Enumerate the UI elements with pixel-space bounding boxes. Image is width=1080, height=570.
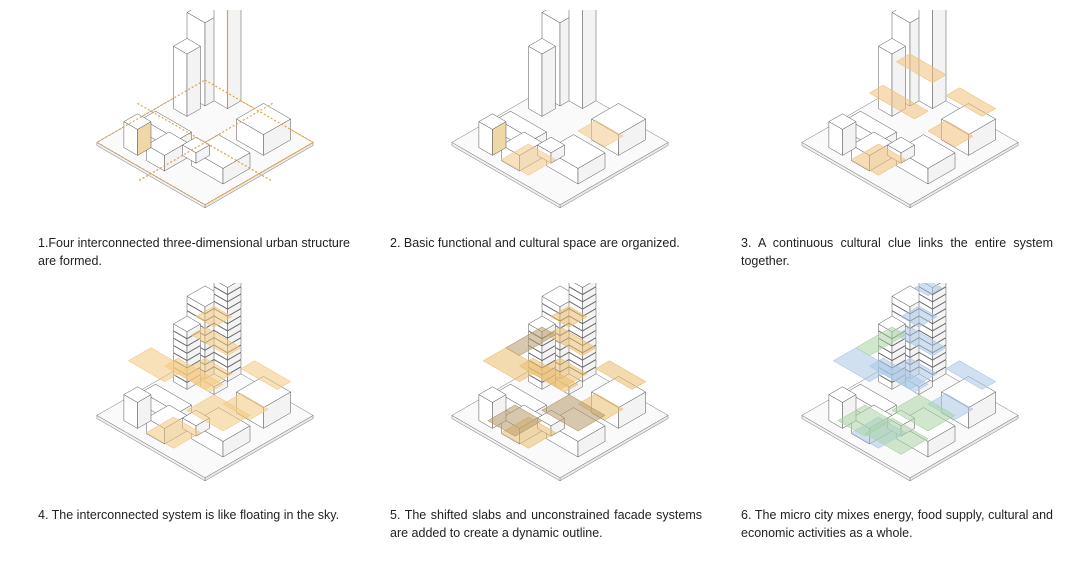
building-face: [213, 10, 228, 109]
building-block: [568, 283, 597, 295]
building-face: [568, 10, 583, 109]
facade-system: [487, 404, 543, 437]
building-block: [478, 113, 507, 156]
cultural-slab: [927, 393, 974, 420]
building-roof: [146, 131, 188, 156]
floating-slab: [882, 357, 938, 390]
caption-1: 1.Four interconnected three-dimensional …: [38, 236, 350, 268]
floating-slab: [483, 347, 543, 382]
cultural-slab: [851, 143, 906, 176]
cultural-slab: [945, 87, 996, 117]
cultural-slab: [146, 416, 201, 449]
cultural-slab: [595, 360, 646, 390]
floating-slab: [900, 305, 938, 328]
building-face: [932, 10, 947, 109]
building-block: [568, 10, 597, 109]
cultural-slab: [501, 143, 556, 176]
cultural-slab: [240, 360, 291, 390]
floating-slab: [891, 394, 956, 432]
building-block: [146, 131, 188, 172]
energy-zone: [914, 283, 942, 297]
building-block: [918, 10, 947, 109]
cultural-clue-ramp: [191, 326, 242, 356]
diagram-panel-2: [395, 10, 725, 230]
building-block: [828, 113, 857, 156]
building-block: [528, 38, 556, 117]
building-face: [227, 10, 242, 109]
isometric-drawing-5: [451, 283, 669, 482]
isometric-drawing-6: [801, 283, 1019, 482]
facade-system: [855, 326, 906, 356]
building-roof: [478, 113, 507, 130]
floating-slab: [532, 357, 588, 390]
building-block: [182, 136, 210, 164]
building-roof: [528, 38, 556, 55]
building-face: [541, 45, 556, 117]
diagram-panel-4: [40, 283, 370, 503]
isometric-drawing-3: [801, 10, 1019, 209]
building-face: [186, 45, 201, 117]
cultural-slab: [945, 360, 996, 390]
caption-4: 4. The interconnected system is like flo…: [38, 508, 340, 522]
isometric-drawing-1: [95, 10, 315, 209]
building-roof: [574, 283, 591, 288]
cultural-slab: [869, 84, 929, 120]
building-face: [528, 45, 543, 117]
building-face: [878, 45, 893, 117]
isometric-drawing-2: [451, 10, 669, 209]
building-roof: [123, 113, 152, 130]
building-roof: [173, 315, 201, 332]
diagram-panel-6: [745, 283, 1075, 503]
isometric-drawing-4: [96, 283, 314, 482]
food-supply-zone: [864, 417, 929, 455]
building-roof: [878, 38, 906, 55]
cultural-clue-ramp: [896, 53, 947, 83]
building-roof: [236, 103, 291, 135]
structure-outline: [226, 10, 229, 109]
structure-outline: [137, 102, 273, 182]
building-block: [173, 38, 201, 117]
floating-slab: [177, 357, 233, 390]
building-block: [173, 315, 201, 339]
caption-6: 6. The micro city mixes energy, food sup…: [741, 508, 1053, 540]
building-roof: [478, 386, 507, 403]
diagram-panel-5: [395, 283, 725, 503]
cultural-slab: [577, 393, 624, 420]
cultural-slab: [577, 120, 624, 147]
floating-slab: [128, 347, 188, 382]
building-roof: [828, 113, 857, 130]
building-roof: [173, 38, 201, 55]
building-roof: [828, 386, 857, 403]
diagram-panel-1: [40, 10, 370, 230]
structure-outline: [95, 79, 315, 206]
building-block: [213, 10, 242, 109]
facade-system: [505, 326, 556, 356]
floating-slab: [833, 347, 893, 382]
building-block: [123, 386, 152, 429]
caption-5: 5. The shifted slabs and unconstrained f…: [390, 508, 702, 540]
floating-slab: [550, 305, 588, 328]
building-block: [213, 283, 242, 295]
floating-slab: [186, 394, 251, 432]
building-roof: [537, 136, 565, 154]
floating-slab: [541, 394, 606, 432]
building-face: [582, 10, 597, 109]
cultural-slab: [927, 120, 974, 147]
floating-slab: [195, 305, 233, 328]
building-roof: [887, 136, 915, 154]
caption-3: 3. A continuous cultural clue links the …: [741, 236, 1053, 268]
cultural-slab: [222, 393, 269, 420]
building-face: [173, 45, 188, 117]
building-block: [236, 103, 291, 156]
building-face: [918, 10, 933, 109]
diagram-panel-3: [745, 10, 1075, 230]
caption-2: 2. Basic functional and cultural space a…: [390, 236, 680, 250]
building-block: [123, 113, 152, 156]
building-roof: [219, 283, 236, 288]
building-roof: [123, 386, 152, 403]
